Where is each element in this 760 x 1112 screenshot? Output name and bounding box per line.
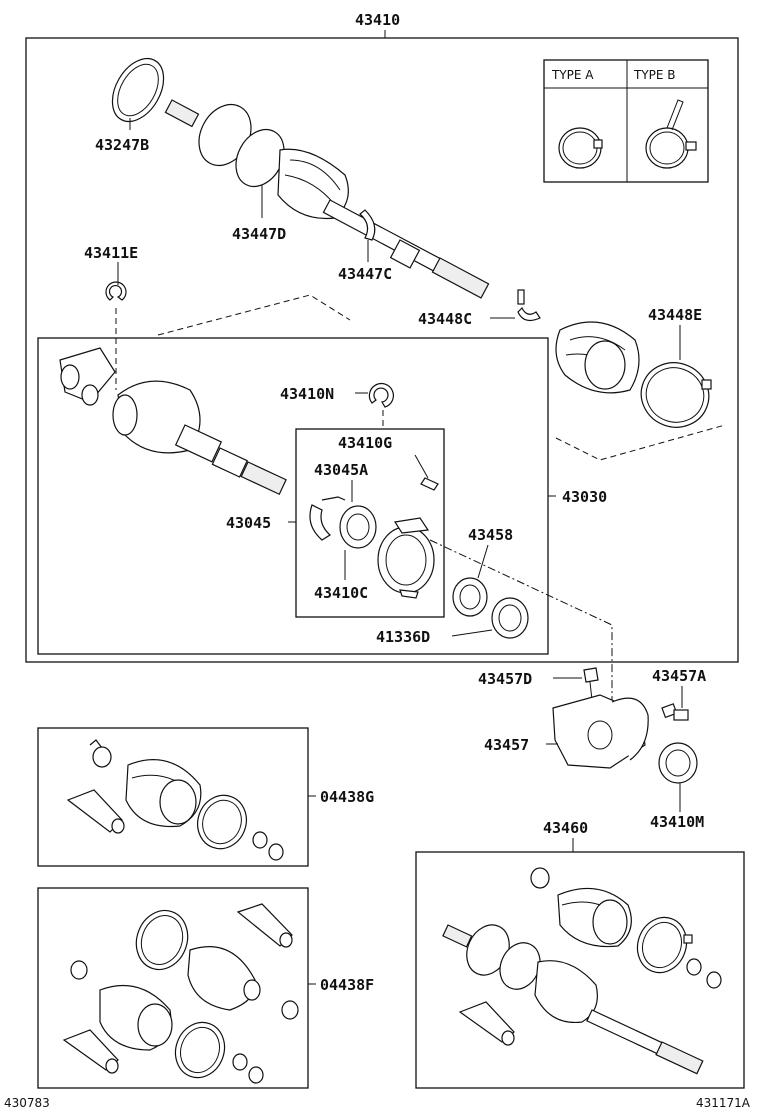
label-43448c: 43448C [418,310,472,328]
assembly-frame-43410 [25,37,739,663]
type-inset-table: TYPE A TYPE B [543,59,709,183]
boot-43448e [555,321,712,428]
kit-04438g-parts [66,739,284,861]
assembly-43460-parts [442,867,722,1075]
label-43447c: 43447C [338,265,392,283]
label-type-b: TYPE B [633,68,676,82]
label-43410n: 43410N [280,385,334,403]
label-43410: 43410 [355,11,400,29]
bolt-43457a [661,703,689,721]
label-43410c: 43410C [314,584,368,602]
label-type-a: TYPE A [551,68,594,82]
label-04438f: 04438F [320,976,374,994]
label-43457d: 43457D [478,670,532,688]
bearing-housing [377,517,435,599]
seal-43410m [658,742,698,784]
ring-43247b [111,57,165,123]
outboard-cv-shaft [164,99,490,299]
ref-number-left: 430783 [4,1096,50,1110]
bolt-43457d [583,667,599,701]
seal-43458 [452,577,488,617]
assembly-frame-43460 [415,851,745,1089]
band-43448c [517,289,541,322]
label-43457a: 43457A [652,667,706,685]
pin-43410g [420,477,439,491]
label-43458: 43458 [468,526,513,544]
bearing-43045a [309,496,377,549]
label-43457: 43457 [484,736,529,754]
label-04438g: 04438G [320,788,374,806]
kit-frame-04438g [37,727,309,867]
clip-43411e [105,281,127,301]
ref-number-right: 431171A [696,1096,751,1110]
inboard-tripod-joint [59,347,287,496]
label-43448e: 43448E [648,306,702,324]
label-41336d: 41336D [376,628,430,646]
kit-frame-04438f [37,887,309,1089]
label-43045: 43045 [226,514,271,532]
label-43411e: 43411E [84,244,138,262]
label-43410m: 43410M [650,813,704,831]
label-43410g: 43410G [338,434,392,452]
label-43030: 43030 [562,488,607,506]
subassembly-frame-43045 [295,428,445,618]
label-43247b: 43247B [95,136,149,154]
kit-04438f-parts [62,903,299,1084]
label-43460: 43460 [543,819,588,837]
seal-41336d [491,597,529,639]
label-43045a: 43045A [314,461,368,479]
bracket-43457 [552,694,649,769]
label-43447d: 43447D [232,225,286,243]
snap-ring-43410n [368,382,394,408]
